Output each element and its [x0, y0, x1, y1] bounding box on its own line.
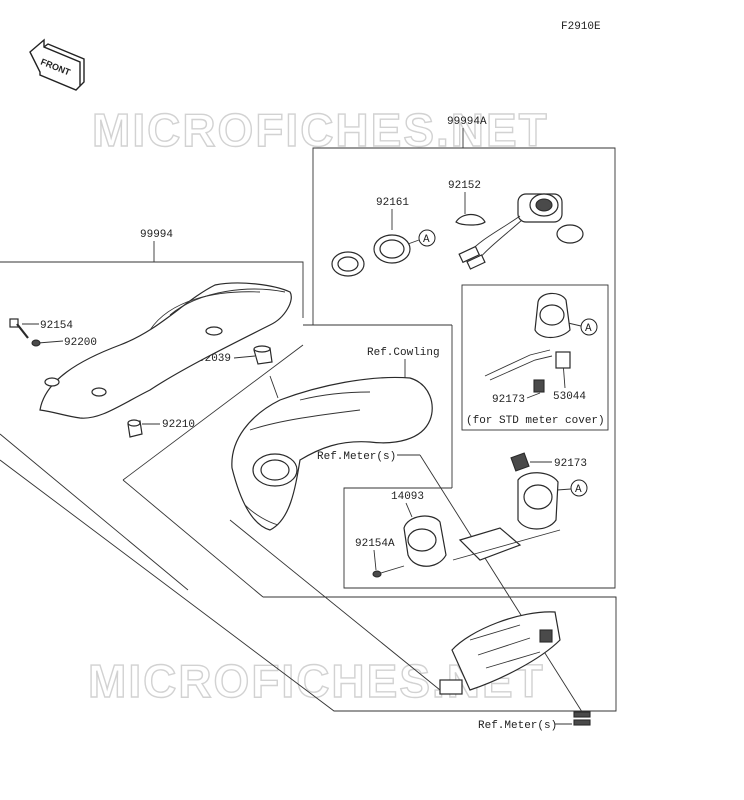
collar-part	[127, 419, 143, 438]
leader-bolt-small	[373, 549, 377, 571]
kit-sub-boundary	[303, 147, 616, 589]
label-holder: 14093	[391, 491, 424, 503]
label-kit-main: 99994	[140, 229, 173, 241]
bracket-bolt-2-part	[510, 452, 530, 472]
label-meter-ref-1: Ref.Meter(s)	[317, 451, 396, 463]
kit-main-boundary-left	[0, 433, 189, 591]
label-ring-clip: 92152	[448, 180, 481, 192]
stay-linkage	[229, 519, 441, 691]
circle-a-marker-1: A	[407, 229, 436, 247]
kit-main-boundary-mid-2	[122, 479, 264, 598]
label-ring-small: 92161	[376, 197, 409, 209]
std-bracket-part	[484, 292, 571, 393]
figure-code: F2910E	[561, 21, 601, 33]
label-std-note: (for STD meter cover)	[466, 415, 605, 427]
label-bolt-small: 92154A	[355, 538, 395, 550]
circle-a-marker-3: A	[556, 479, 588, 497]
std-meter-cover-box	[461, 284, 609, 431]
circle-a-label-1: A	[423, 234, 430, 246]
label-washer: 92200	[64, 337, 97, 349]
circle-a-label-2: A	[585, 323, 592, 335]
leader-bracket-bolt	[526, 392, 541, 399]
label-bolt-top: 92154	[40, 320, 73, 332]
leader-grommet-to-cowling	[269, 375, 279, 399]
circle-a-label-3: A	[575, 484, 582, 496]
socket-part	[458, 193, 584, 270]
leader-meter-long	[419, 454, 585, 716]
bolt-top-part	[9, 318, 29, 339]
windscreen-part	[39, 282, 292, 419]
holder-part	[403, 515, 447, 567]
label-cowling-ref: Ref.Cowling	[367, 347, 440, 359]
kit-main-boundary-bottom	[0, 459, 617, 712]
label-bracket-clamp: 53044	[553, 391, 586, 403]
meter-stay-part	[439, 611, 561, 695]
grommet-bolt-part	[253, 345, 273, 365]
cowling-part	[231, 376, 433, 531]
front-arrow-icon: FRONT	[29, 38, 85, 91]
label-collar: 92210	[162, 419, 195, 431]
bracket-linkage	[452, 529, 561, 561]
leader-washer	[37, 340, 64, 344]
leader-holder	[405, 502, 413, 518]
washer-part	[31, 339, 41, 347]
kit-main-boundary-top	[0, 261, 304, 318]
meter-rubber-part	[573, 711, 591, 726]
label-bracket-bolt: 92173	[492, 394, 525, 406]
ring-assembly-part	[331, 213, 486, 277]
kit-main-boundary-mid	[122, 344, 304, 481]
label-meter-ref-2: Ref.Meter(s)	[478, 720, 557, 732]
circle-a-marker-2: A	[567, 318, 598, 336]
leader-grommet-bolt	[233, 355, 256, 359]
label-bracket-bolt-2: 92173	[554, 458, 587, 470]
meter-bracket-part	[458, 472, 559, 561]
label-kit-sub: 99994A	[447, 116, 487, 128]
bolt-small-part	[372, 565, 405, 578]
